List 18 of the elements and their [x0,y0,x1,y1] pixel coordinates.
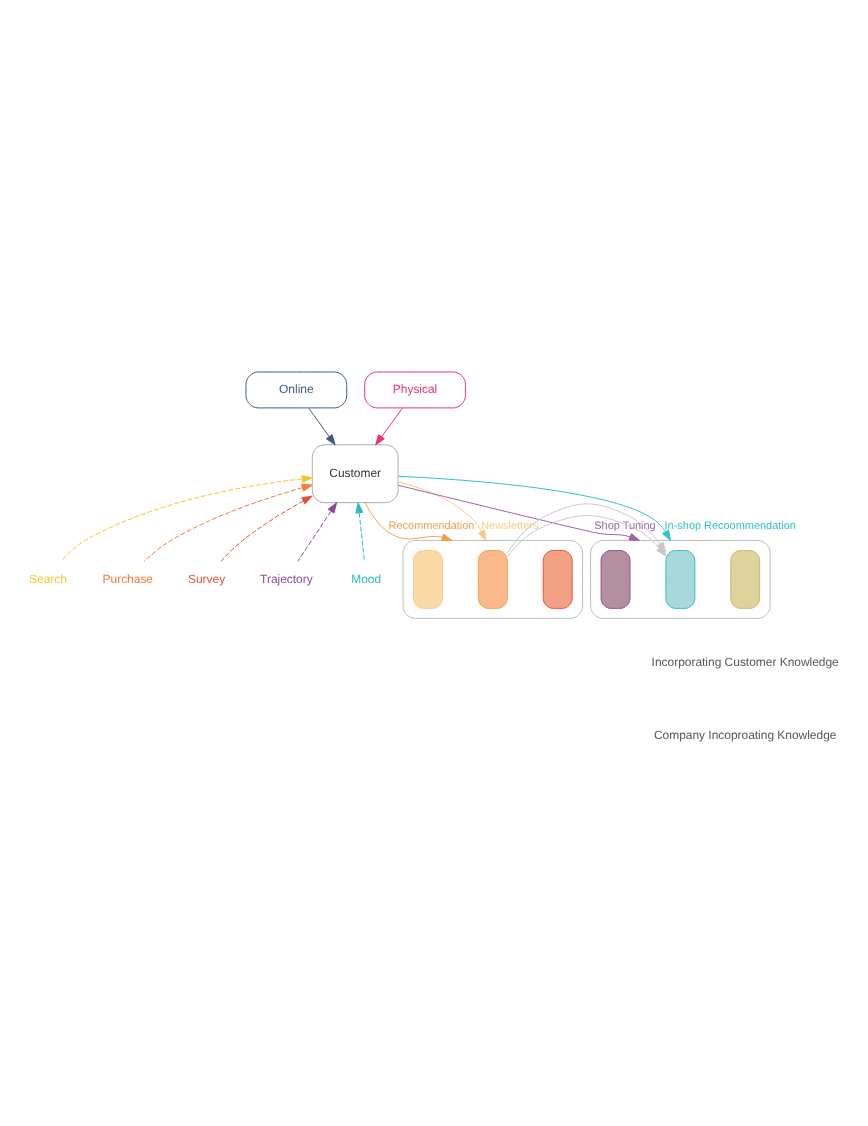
arrow [364,502,453,542]
node-box [600,550,631,609]
node-box [730,550,761,609]
node-box [542,550,573,609]
arrow [220,495,313,562]
node-box [665,550,696,609]
arrow [60,474,313,562]
arrow [143,483,313,562]
arrow [297,502,338,562]
arrow [397,484,640,542]
arrow [397,481,487,542]
arrow [308,407,336,446]
cluster [402,540,584,619]
arrow [355,502,365,562]
node-box [477,550,508,609]
node-box [413,550,443,609]
arrow [375,407,403,446]
arrow [397,475,672,542]
